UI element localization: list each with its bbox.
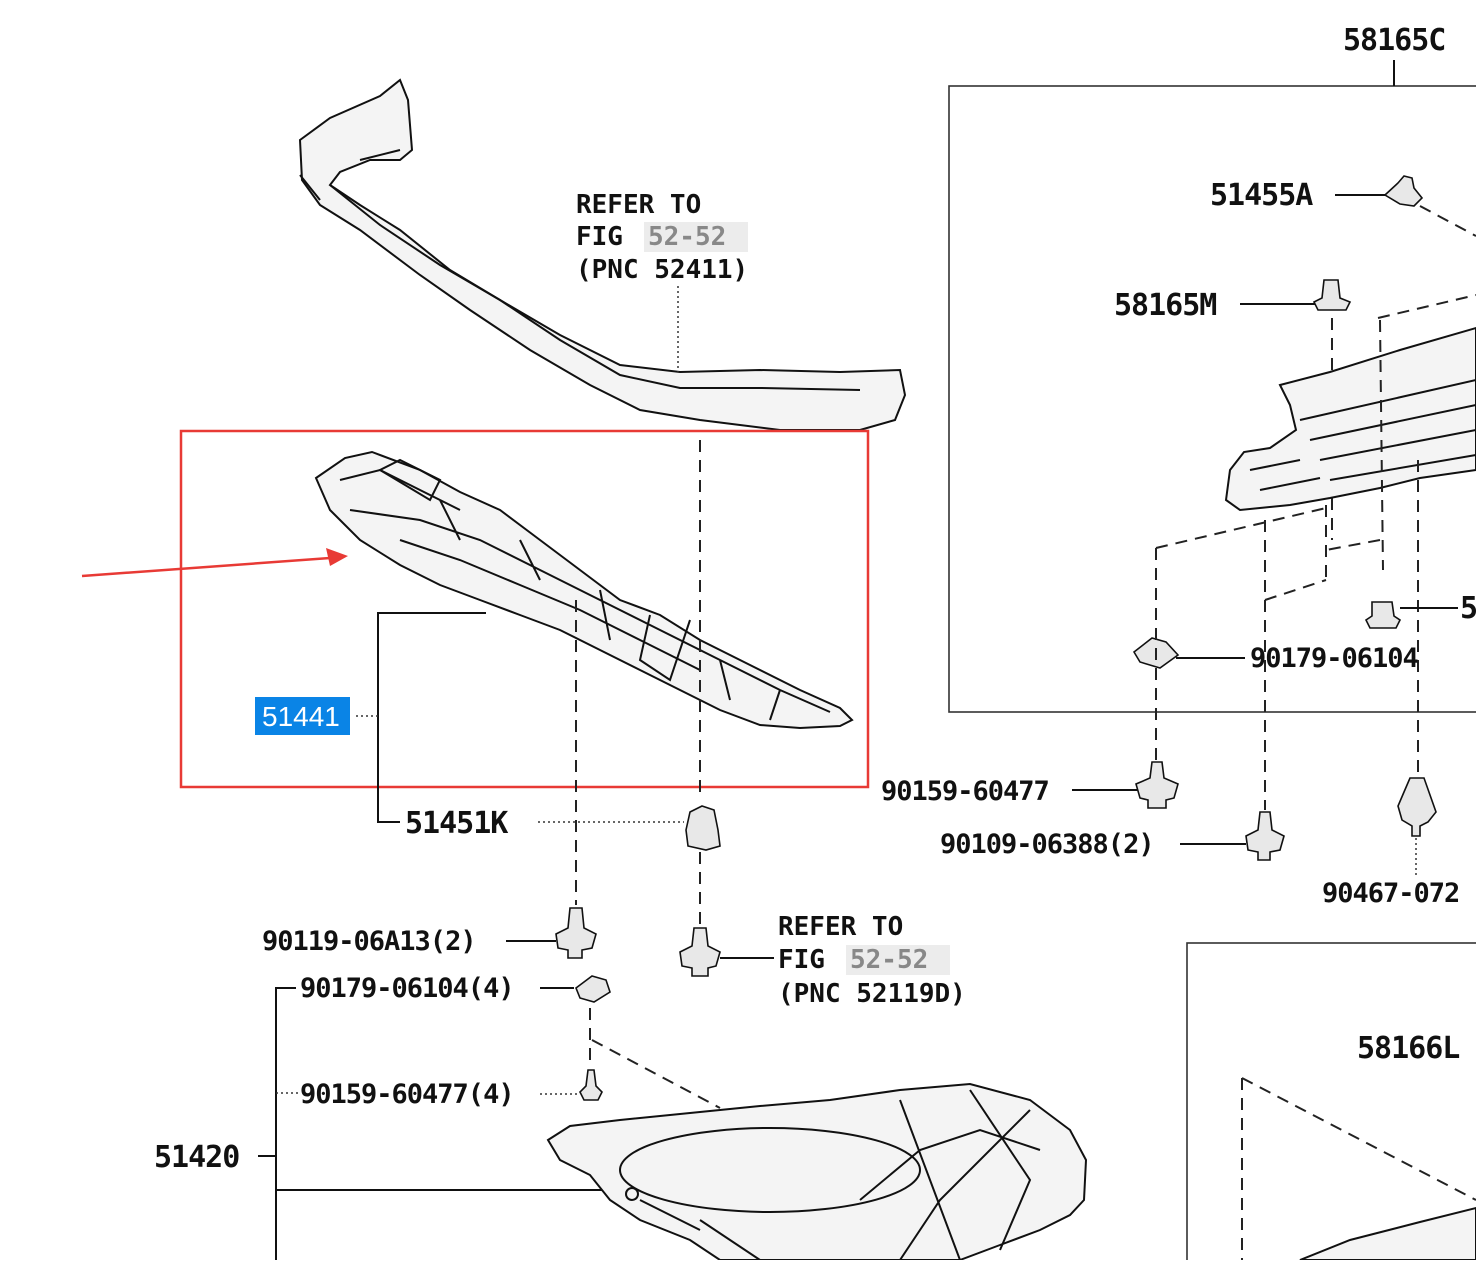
part-51420-outline	[546, 1082, 1088, 1261]
part-51420-ribs	[639, 1089, 1041, 1261]
clip-51455A: 51455A	[1210, 175, 1476, 237]
nut-51451K-shape	[685, 805, 721, 851]
refer-lower-fig-bg	[846, 945, 950, 975]
part-51441	[314, 450, 854, 730]
refer-lower-line1: REFER TO	[778, 912, 903, 942]
label-51441-bg	[255, 697, 350, 735]
frame-58165C-box	[948, 85, 1476, 713]
dash-cover-top	[1377, 294, 1476, 319]
dash-51455A	[1419, 205, 1476, 237]
highlight-box	[179, 429, 870, 789]
label-90119-06A13: 90119-06A13(2)	[262, 926, 476, 957]
part-51420-opening	[619, 1127, 921, 1213]
part-51420-hole	[625, 1187, 639, 1201]
dash-cover-d	[1155, 507, 1327, 549]
label-90159-60477-4: 90159-60477(4)	[300, 1079, 514, 1110]
label-90179-06104: 90179-06104	[1250, 643, 1419, 674]
front-bumper-detail	[299, 149, 401, 201]
refer-lower-line3: (PNC 52119D)	[778, 979, 966, 1009]
frame-58166L: 58166L	[1186, 942, 1476, 1265]
dash-58166L-b	[1241, 1077, 1476, 1201]
bolt-90119-06A13-shape	[555, 907, 597, 959]
clip-90467: 90467-072	[1322, 777, 1460, 909]
part-51441-box	[377, 458, 442, 502]
refer-upper-fig-prefix: FIG	[576, 222, 623, 252]
clip-90467-shape	[1397, 777, 1437, 837]
label-58165M: 58165M	[1114, 288, 1216, 323]
nut-5-shape	[1364, 601, 1402, 629]
part-51420	[546, 1082, 1088, 1261]
bracket-51441: 51441	[255, 612, 486, 823]
dash-cover-e	[1264, 579, 1327, 601]
refer-upper-fig-bg	[644, 222, 748, 252]
label-51451K: 51451K	[405, 806, 508, 841]
part-58166L-edge	[1299, 1206, 1476, 1261]
refer-lower-fig-number: 52-52	[850, 945, 928, 975]
label-90109-06388: 90109-06388(2)	[940, 829, 1154, 860]
refer-upper-line1: REFER TO	[576, 190, 701, 220]
front-bumper	[298, 78, 907, 431]
part-51441-ribs	[339, 468, 831, 721]
label-90159-60477: 90159-60477	[881, 776, 1049, 807]
bolt-90159-60477-4: 90159-60477(4)	[300, 1008, 721, 1110]
clip-90179-06104: 90179-06104	[1132, 520, 1420, 810]
nut-51451K: 51451K	[405, 805, 721, 851]
label-58166L: 58166L	[1357, 1031, 1459, 1066]
highlight-box-51441	[179, 429, 870, 789]
nut-5-truncated: 5	[1364, 591, 1476, 629]
bracket-51420-vertical	[275, 987, 296, 1260]
refer-upper-line3: (PNC 52411)	[576, 255, 748, 285]
clip-90179-06104-4: 90179-06104(4)	[300, 973, 611, 1004]
label-58165C: 58165C	[1343, 23, 1445, 58]
refer-lower-fig-prefix: FIG	[778, 945, 825, 975]
refer-upper-fig-number: 52-52	[648, 222, 726, 252]
bolt-90109-06388-shape	[1245, 811, 1285, 861]
pointer-arrow	[81, 548, 348, 578]
label-51420: 51420	[154, 1140, 239, 1175]
front-bumper-crease	[329, 184, 861, 391]
label-90467-truncated: 90467-072	[1322, 878, 1459, 909]
pointer-arrow-shaft	[81, 556, 331, 578]
pointer-arrow-head	[326, 548, 348, 566]
dash-cover-a	[1379, 319, 1384, 571]
dash-cover-f	[1325, 539, 1381, 551]
bracket-51420: 51420	[154, 987, 620, 1260]
label-5-truncated: 5	[1460, 591, 1476, 626]
label-51441: 51441	[262, 701, 340, 732]
refer-lower: REFER TO FIG 52-52 (PNC 52119D)	[679, 912, 966, 1009]
grommet-58165M-shape	[1312, 279, 1352, 311]
frame-58165C: 58165C	[948, 23, 1476, 713]
frame-58166L-box	[1186, 942, 1476, 1265]
cover-58165C-ribs	[1249, 379, 1476, 491]
bolt-90119-06A13: 90119-06A13(2)	[262, 907, 597, 959]
bracket-51441-line	[377, 612, 486, 823]
refer-upper: REFER TO FIG 52-52 (PNC 52411)	[576, 190, 748, 285]
front-bumper-outline	[298, 78, 907, 431]
bolt-90159-60477-4-shape	[579, 1069, 603, 1101]
label-51455A: 51455A	[1210, 178, 1313, 213]
dash-51420-a	[591, 1039, 721, 1109]
bolt-90159-60477: 90159-60477	[881, 761, 1179, 809]
clip-51455A-shape	[1383, 175, 1424, 207]
clip-90179-06104-4-shape	[575, 975, 611, 1003]
bolt-90109-06388: 90109-06388(2)	[940, 811, 1285, 861]
bolt-90159-60477-shape	[1135, 761, 1179, 809]
bolt-52119D-shape	[679, 927, 721, 977]
cover-58165C-part	[1155, 294, 1476, 780]
cover-58165C-outline	[1224, 326, 1476, 512]
label-90179-06104-4: 90179-06104(4)	[300, 973, 514, 1004]
